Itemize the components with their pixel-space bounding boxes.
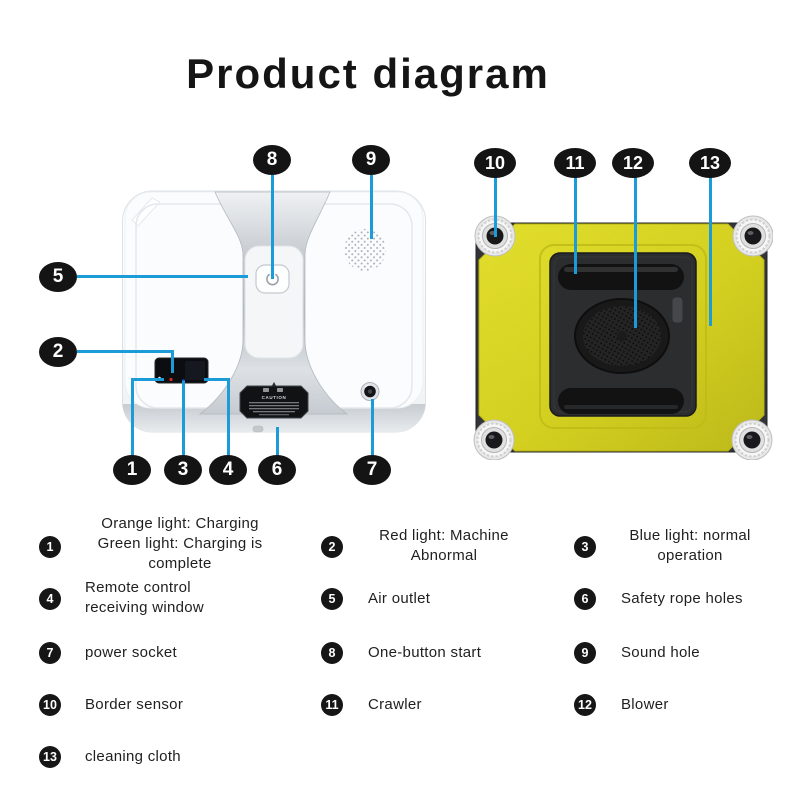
callout-badge-6: 6 [258,455,296,485]
legend-badge-8: 8 [321,642,343,664]
legend-label-12: Blower [621,696,669,713]
legend-label-9: Sound hole [621,644,700,661]
legend-badge-11: 11 [321,694,343,716]
callout-badge-9: 9 [352,145,390,175]
sound-hole-speaker-grille [344,229,386,271]
legend-badge-10: 10 [39,694,61,716]
callout-line-4 [227,378,230,457]
legend-badge-1: 1 [39,536,61,558]
button-plate [244,245,304,359]
legend-badge-6: 6 [574,588,596,610]
legend-badge-5: 5 [321,588,343,610]
robot-top-view-illustration: CAUTION [122,190,426,433]
legend-label-5: Air outlet [368,590,431,607]
legend-badge-4: 4 [39,588,61,610]
callout-badge-13: 13 [689,148,731,178]
robot-bottom-view-illustration [473,215,773,460]
callout-line-3 [182,381,185,457]
callout-line-9 [370,175,373,239]
callout-badge-8: 8 [253,145,291,175]
crawler-track-bottom [558,388,684,414]
legend-badge-13: 13 [39,746,61,768]
power-socket [360,382,380,401]
legend-label-8: One-button start [368,644,482,661]
cloth-seam [539,244,707,429]
callout-badge-7: 7 [353,455,391,485]
callout-line-4-top [204,378,230,381]
remote-receiving-window [185,361,205,380]
legend-label-13: cleaning cloth [85,748,181,765]
callout-line-12 [634,177,637,328]
callout-line-11 [574,177,577,274]
legend-badge-9: 9 [574,642,596,664]
legend-label-3: Blue light: normal operation [629,527,751,564]
legend-badge-2: 2 [321,536,343,558]
safety-rope-notch [252,425,264,433]
crawler-track-top [558,264,684,290]
border-sensor-wheel [731,419,773,460]
callout-line-1-top [131,378,164,381]
caution-label: CAUTION [239,382,309,419]
blower-fan [574,298,670,374]
callout-badge-1: 1 [113,455,151,485]
callout-line-6 [276,427,279,457]
legend-label-10: Border sensor [85,696,184,713]
caution-text: CAUTION [262,395,287,400]
callout-line-10 [494,177,497,237]
callout-line-5 [77,275,248,278]
legend-badge-3: 3 [574,536,596,558]
callout-badge-5: 5 [39,262,77,292]
legend-label-1: Orange light: Charging Green light: Char… [97,515,263,572]
red-light [169,377,173,382]
callout-badge-10: 10 [474,148,516,178]
border-sensor-wheel [732,215,773,257]
border-sensor-wheel [473,419,515,460]
legend-label-2: Red light: Machine Abnormal [379,527,509,564]
callout-badge-3: 3 [164,455,202,485]
callout-line-13 [709,177,712,326]
callout-line-7 [371,399,374,457]
indicator-panel [154,357,209,384]
callout-badge-12: 12 [612,148,654,178]
callout-line-8 [271,175,274,279]
legend-badge-12: 12 [574,694,596,716]
callout-line-1 [131,378,134,457]
legend-label-4: Remote control receiving window [85,579,205,616]
callout-badge-2: 2 [39,337,77,367]
border-sensor-wheels [473,215,773,460]
page-title: Product diagram [186,50,550,97]
latch-slot [671,296,684,324]
legend-label-6: Safety rope holes [621,590,743,607]
callout-line-2-drop [171,350,174,373]
callout-badge-11: 11 [554,148,596,178]
legend-badge-7: 7 [39,642,61,664]
center-module [549,252,697,417]
legend-label-11: Crawler [368,696,422,713]
callout-badge-4: 4 [209,455,247,485]
legend-label-7: power socket [85,644,177,661]
callout-line-2 [77,350,174,353]
